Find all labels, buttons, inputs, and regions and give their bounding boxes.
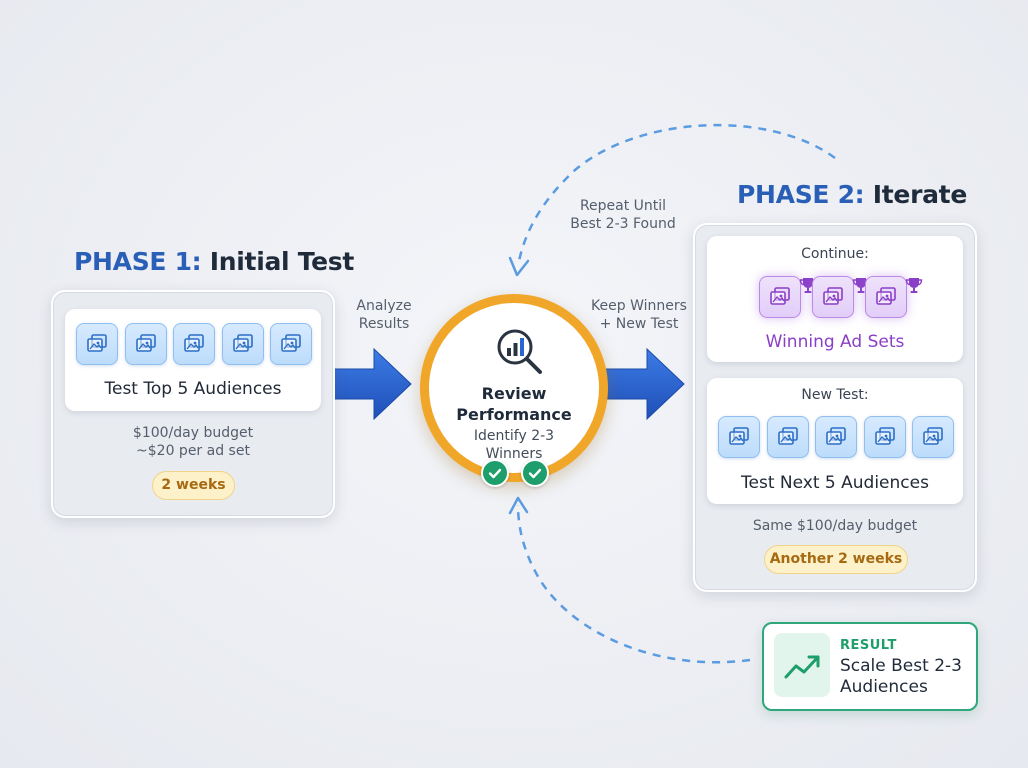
magnifier-chart-icon xyxy=(494,326,546,382)
trend-up-icon xyxy=(774,633,830,697)
result-text-line2: Audiences xyxy=(840,677,928,697)
phase2-new-test-label: New Test: xyxy=(801,387,869,403)
phase1-title-rest: Initial Test xyxy=(201,247,355,276)
winning-ad-set-tile xyxy=(865,276,923,318)
audience-tile xyxy=(912,416,954,458)
phase2-winning-card: Continue: Winning Ad Sets xyxy=(707,236,963,362)
winning-ad-set-tile xyxy=(759,276,817,318)
audience-tile xyxy=(124,323,167,365)
phase1-title-lead: PHASE 1: xyxy=(74,247,202,276)
phase2-panel: Continue: Winning Ad Sets New Test: Test… xyxy=(693,223,977,592)
loop-arrowhead-top xyxy=(508,256,530,277)
review-subtitle-line1: Identify 2-3 xyxy=(473,428,555,444)
phase1-budget: $100/day budget xyxy=(132,425,254,441)
phase2-new-test-card: New Test: Test Next 5 Audiences xyxy=(707,378,963,504)
arrow2-label-line2: + New Test xyxy=(599,316,679,332)
arrow1-label: Analyze Results xyxy=(344,297,424,333)
result-card: RESULT Scale Best 2-3 Audiences xyxy=(762,622,978,711)
review-circle: Review Performance Identify 2-3 Winners xyxy=(420,294,608,487)
audience-tile xyxy=(76,323,118,365)
phase1-per-set: ~$20 per ad set xyxy=(136,443,250,459)
audience-tile xyxy=(766,416,809,458)
review-subtitle: Identify 2-3 Winners xyxy=(429,427,599,463)
phase2-duration-badge: Another 2 weeks xyxy=(764,545,908,574)
phase1-card-label: Test Top 5 Audiences xyxy=(104,379,282,399)
check-icon xyxy=(481,459,509,487)
phase2-winning-label: Winning Ad Sets xyxy=(765,332,905,352)
phase1-title: PHASE 1: Initial Test xyxy=(74,247,354,276)
phase2-new-test-card-label: Test Next 5 Audiences xyxy=(741,473,929,493)
audience-tile xyxy=(270,323,312,365)
phase1-duration-badge: 2 weeks xyxy=(152,471,235,500)
audience-tile xyxy=(173,323,215,365)
result-heading: RESULT xyxy=(840,638,897,653)
audience-tile xyxy=(863,416,906,458)
loop-label-line2: Best 2-3 Found xyxy=(570,216,676,232)
result-text-line1: Scale Best 2-3 xyxy=(840,656,962,676)
audience-tile xyxy=(221,323,264,365)
loop-arrow-bottom xyxy=(516,504,751,664)
review-subtitle-line2: Winners xyxy=(485,446,543,462)
audience-tile xyxy=(815,416,857,458)
winning-ad-set-tile xyxy=(812,276,870,318)
audience-tile xyxy=(718,416,760,458)
arrow-keep-winners xyxy=(604,347,685,421)
review-title-line1: Review xyxy=(481,384,547,403)
phase2-budget: Same $100/day budget xyxy=(752,518,918,534)
phase2-continue-label: Continue: xyxy=(801,246,869,262)
review-title: Review Performance xyxy=(429,383,599,425)
loop-label-line1: Repeat Until xyxy=(579,198,667,214)
phase2-title-lead: PHASE 2: xyxy=(737,180,865,209)
review-title-line2: Performance xyxy=(456,405,572,424)
phase2-title-rest: Iterate xyxy=(864,180,968,209)
check-icon xyxy=(521,459,549,487)
arrow-analyze xyxy=(332,347,412,421)
result-text: Scale Best 2-3 Audiences xyxy=(840,656,962,698)
phase2-title: PHASE 2: Iterate xyxy=(737,180,967,209)
loop-label: Repeat Until Best 2-3 Found xyxy=(563,197,683,233)
phase1-audience-card: Test Top 5 Audiences xyxy=(65,309,321,411)
phase1-panel: Test Top 5 Audiences $100/day budget ~$2… xyxy=(51,290,335,518)
arrow2-label-line1: Keep Winners xyxy=(591,298,687,314)
arrow1-label-line1: Analyze xyxy=(356,298,412,314)
loop-arrow-top xyxy=(516,123,836,267)
arrow1-label-line2: Results xyxy=(358,316,410,332)
review-circle-inner: Review Performance Identify 2-3 Winners xyxy=(429,303,599,473)
arrow2-label: Keep Winners + New Test xyxy=(579,297,699,333)
loop-arrowhead-bottom xyxy=(508,496,529,515)
